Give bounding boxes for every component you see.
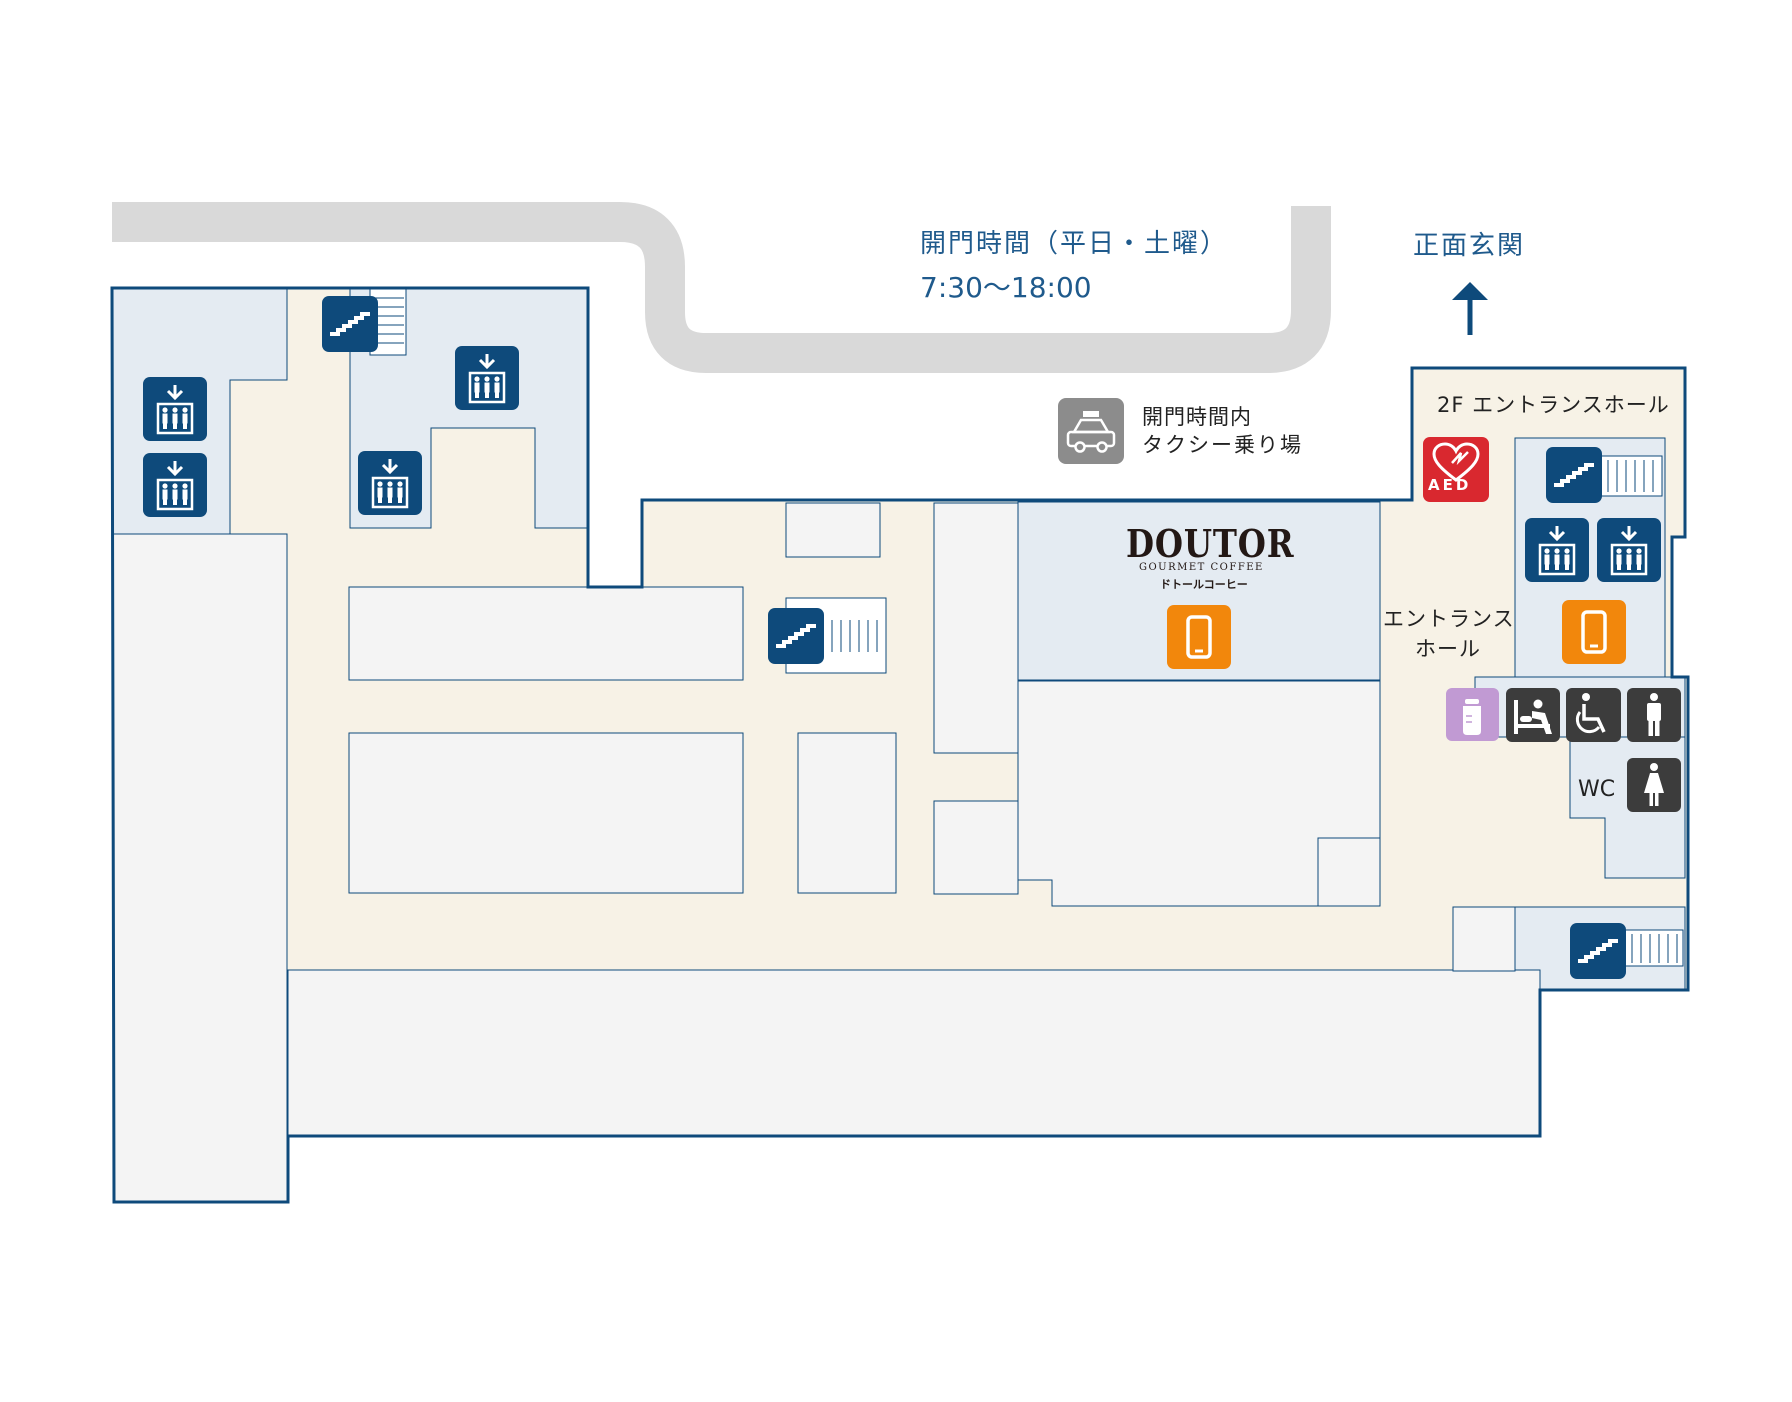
escalator-icon[interactable] [768, 608, 824, 664]
building-outline [110, 286, 1690, 1204]
taxi-stand-label-line2: タクシー乗り場 [1142, 433, 1303, 457]
wc-label: WC [1578, 777, 1616, 802]
aed-label: AED [1428, 476, 1472, 494]
escalator-icon[interactable] [322, 296, 378, 352]
entrance-hall-2f-label: 2F エントランスホール [1437, 393, 1670, 417]
arrow-up-icon [1452, 282, 1488, 335]
taxi-icon[interactable] [1058, 398, 1124, 464]
elevator-icon[interactable] [455, 346, 519, 410]
entrance-hall-label-line2: ホール [1415, 637, 1481, 661]
entrance-hall-label-line1: エントランス [1383, 607, 1515, 631]
gate-hours-title: 開門時間（平日・土曜） [920, 229, 1229, 259]
elevator-icon[interactable] [143, 377, 207, 441]
smartphone-icon[interactable] [1167, 605, 1231, 669]
elevator-icon[interactable] [143, 453, 207, 517]
gate-hours-time: 7:30〜18:00 [920, 271, 1092, 304]
escalator-icon[interactable] [1570, 923, 1626, 979]
taxi-stand-label-line1: 開門時間内 [1142, 405, 1252, 429]
road [112, 202, 1331, 373]
baby-changing-icon[interactable] [1506, 688, 1560, 742]
escalator-icon[interactable] [1546, 447, 1602, 503]
shop-logo-kana: ドトールコーヒー [1160, 578, 1248, 591]
elevator-icon[interactable] [1597, 518, 1661, 582]
shop-logo-name[interactable]: DOUTOR [1126, 521, 1295, 566]
smartphone-icon[interactable] [1562, 600, 1626, 664]
shop-logo-sub: GOURMET COFFEE [1139, 562, 1264, 573]
elevator-icon[interactable] [1525, 518, 1589, 582]
men-restroom-icon[interactable] [1627, 688, 1681, 742]
aed-icon[interactable] [1423, 437, 1489, 502]
rooms [112, 502, 1541, 1202]
elevator-icon[interactable] [358, 451, 422, 515]
women-restroom-icon[interactable] [1627, 758, 1681, 812]
main-entrance-label: 正面玄関 [1413, 231, 1526, 261]
nursing-bottle-icon[interactable] [1446, 688, 1499, 741]
wheelchair-icon[interactable] [1566, 688, 1621, 742]
